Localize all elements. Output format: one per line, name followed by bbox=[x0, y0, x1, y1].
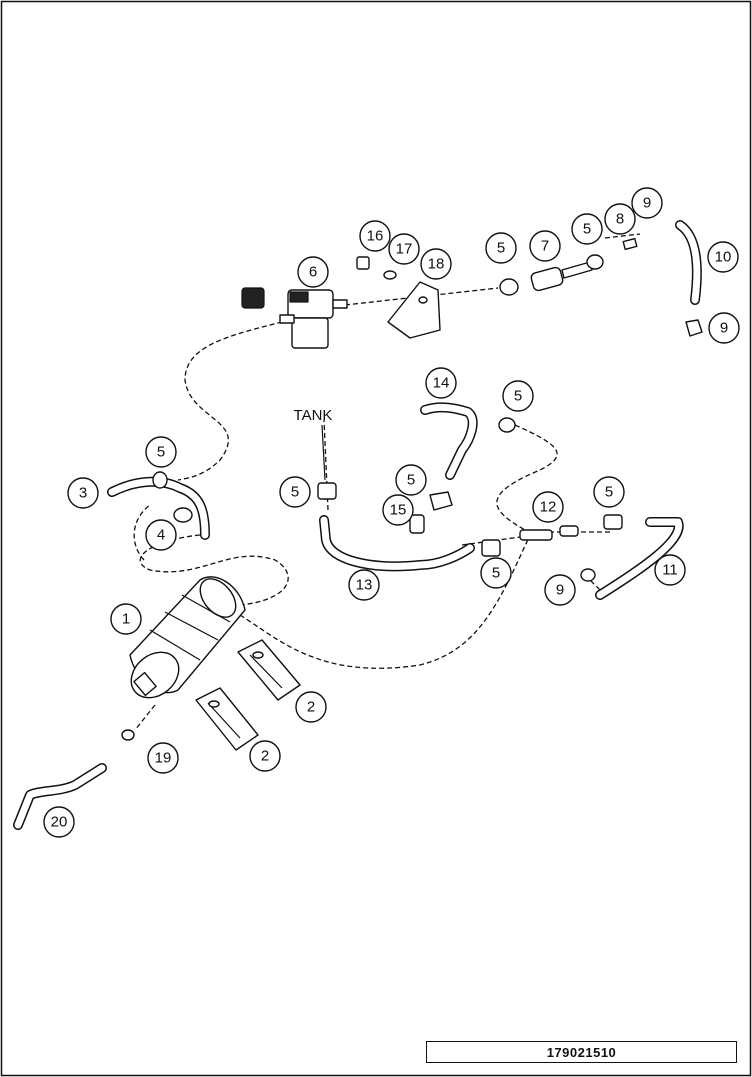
callout-13: 13 bbox=[348, 569, 380, 601]
callout-10: 10 bbox=[707, 241, 739, 273]
callout-1: 1 bbox=[110, 603, 142, 635]
callout-13-number: 13 bbox=[356, 577, 373, 594]
callout-6-number: 6 bbox=[309, 264, 317, 281]
callout-20: 20 bbox=[43, 806, 75, 838]
fitting-part-15 bbox=[409, 491, 453, 534]
callout-9-lower-number: 9 bbox=[556, 582, 564, 599]
callout-7: 7 bbox=[529, 230, 561, 262]
callout-2-upper: 2 bbox=[295, 691, 327, 723]
callout-9-top: 9 bbox=[631, 187, 663, 219]
callout-8-number: 8 bbox=[616, 211, 624, 228]
callout-6: 6 bbox=[297, 256, 329, 288]
hose-part-20 bbox=[13, 763, 107, 830]
callout-5-c: 5 bbox=[571, 213, 603, 245]
callout-5-f-number: 5 bbox=[291, 484, 299, 501]
callout-15-number: 15 bbox=[390, 502, 407, 519]
callout-5-h-number: 5 bbox=[492, 565, 500, 582]
callout-14: 14 bbox=[425, 367, 457, 399]
callout-9-lower: 9 bbox=[544, 574, 576, 606]
callout-2-lower-number: 2 bbox=[261, 748, 269, 765]
callout-3-number: 3 bbox=[79, 485, 87, 502]
tank-hose-part-13 bbox=[317, 482, 501, 572]
hose-part-11 bbox=[595, 514, 684, 600]
callout-4: 4 bbox=[145, 519, 177, 551]
callout-14-number: 14 bbox=[433, 375, 450, 392]
callout-5-a-number: 5 bbox=[157, 444, 165, 461]
hose-part-14 bbox=[420, 402, 516, 480]
callout-16-number: 16 bbox=[367, 228, 384, 245]
callout-20-number: 20 bbox=[51, 814, 68, 831]
callout-5-d-number: 5 bbox=[514, 388, 522, 405]
callout-9-right-number: 9 bbox=[720, 320, 728, 337]
callout-5-g: 5 bbox=[593, 476, 625, 508]
callout-9-top-number: 9 bbox=[643, 195, 651, 212]
callout-5-a: 5 bbox=[145, 436, 177, 468]
callout-5-g-number: 5 bbox=[605, 484, 613, 501]
callout-18-number: 18 bbox=[428, 256, 445, 273]
callout-11: 11 bbox=[654, 554, 686, 586]
callout-2-upper-number: 2 bbox=[307, 699, 315, 716]
callout-5-f: 5 bbox=[279, 476, 311, 508]
canister-bracket-lower bbox=[195, 687, 259, 751]
callout-12-number: 12 bbox=[540, 499, 557, 516]
callout-19-number: 19 bbox=[155, 750, 172, 767]
callout-5-h: 5 bbox=[480, 557, 512, 589]
callout-12: 12 bbox=[532, 491, 564, 523]
callout-5-d: 5 bbox=[502, 380, 534, 412]
hose-routing-lines bbox=[133, 233, 641, 731]
tank-label: TANK bbox=[294, 407, 333, 424]
callout-19: 19 bbox=[147, 742, 179, 774]
callout-15: 15 bbox=[382, 494, 414, 526]
callout-8: 8 bbox=[604, 203, 636, 235]
callout-17-number: 17 bbox=[396, 241, 413, 258]
clamp-part-9-lower bbox=[580, 568, 596, 582]
callout-5-b: 5 bbox=[485, 232, 517, 264]
callout-11-number: 11 bbox=[662, 562, 678, 579]
hose-connector-top bbox=[499, 237, 638, 296]
callout-5-c-number: 5 bbox=[583, 221, 591, 238]
tank-leader-line bbox=[321, 424, 326, 481]
callout-4-number: 4 bbox=[157, 527, 165, 544]
callout-5-e: 5 bbox=[395, 464, 427, 496]
callout-9-right: 9 bbox=[708, 312, 740, 344]
clamp-part-19 bbox=[121, 729, 135, 741]
callout-18: 18 bbox=[420, 248, 452, 280]
purge-valve bbox=[241, 287, 348, 349]
tee-fitting-part-12 bbox=[519, 525, 579, 541]
callout-10-number: 10 bbox=[715, 249, 732, 266]
hose-part-3 bbox=[107, 476, 210, 540]
callout-3: 3 bbox=[67, 477, 99, 509]
drawing-id-box: 179021510 bbox=[426, 1041, 737, 1063]
hose-clamp-part-4 bbox=[152, 471, 193, 523]
callout-16: 16 bbox=[359, 220, 391, 252]
callout-5-b-number: 5 bbox=[497, 240, 505, 257]
callout-2-lower: 2 bbox=[249, 740, 281, 772]
callout-17: 17 bbox=[388, 233, 420, 265]
drawing-id: 179021510 bbox=[546, 1044, 617, 1060]
cap-part-9 bbox=[685, 319, 703, 337]
callout-5-e-number: 5 bbox=[407, 472, 415, 489]
canister-bracket-upper bbox=[237, 639, 301, 701]
hose-part-10 bbox=[675, 220, 702, 305]
callout-1-number: 1 bbox=[122, 611, 130, 628]
callout-7-number: 7 bbox=[541, 238, 549, 255]
valve-bracket bbox=[356, 256, 441, 339]
carbon-canister bbox=[129, 576, 246, 699]
